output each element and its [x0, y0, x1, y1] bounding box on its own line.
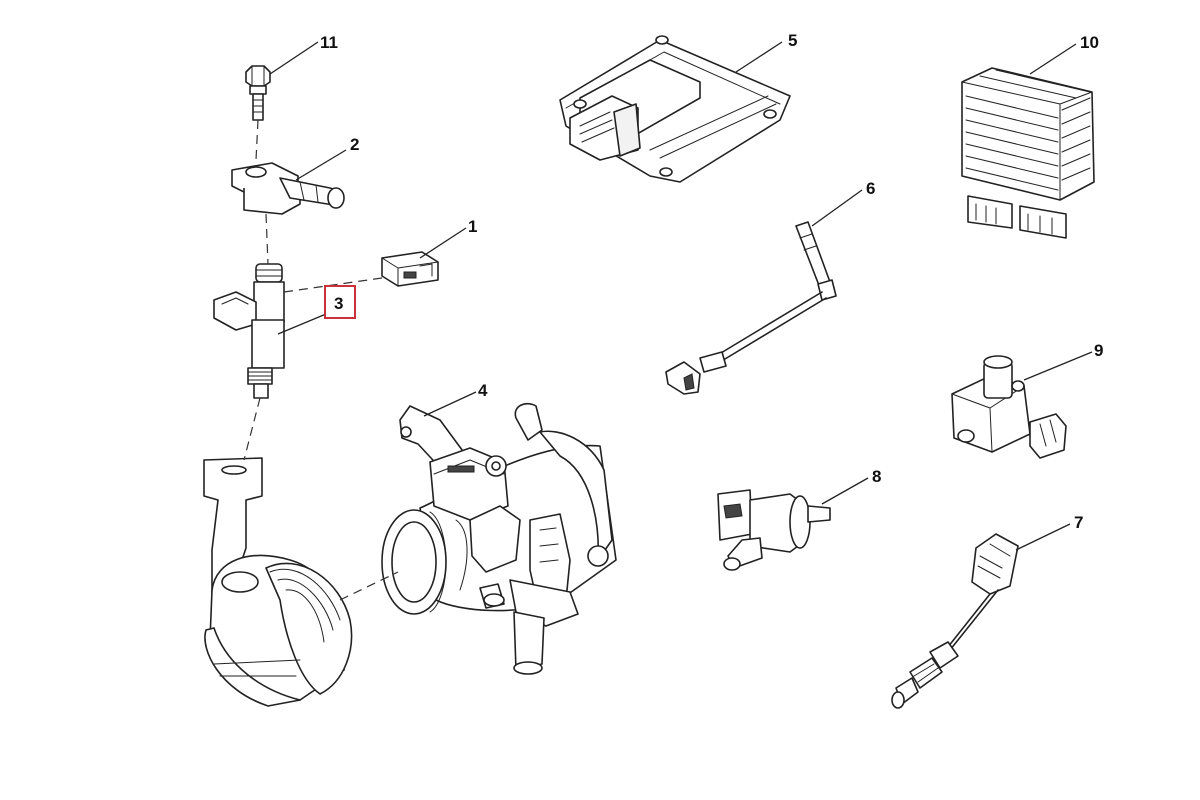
part-5-ecu[interactable]	[559, 35, 791, 183]
callout-5[interactable]: 5	[788, 31, 797, 50]
part-1-clip[interactable]	[381, 251, 439, 287]
intake-manifold-boot	[203, 457, 353, 707]
callout-9[interactable]: 9	[1094, 341, 1103, 360]
callout-4[interactable]: 4	[478, 381, 488, 400]
part-3-fuel-injector[interactable]	[213, 263, 285, 399]
part-9-sensor[interactable]	[951, 355, 1067, 459]
callout-7[interactable]: 7	[1074, 513, 1083, 532]
callout-3-highlight-box	[324, 285, 356, 319]
part-2-fuel-rail-cap[interactable]	[231, 162, 345, 215]
part-8-pressure-regulator[interactable]	[717, 489, 831, 571]
part-11-bolt[interactable]	[245, 65, 271, 121]
callouts: 11 2 1 3 4 5 10 6 9 8 7	[320, 31, 1103, 532]
callout-11[interactable]: 11	[320, 33, 338, 52]
callout-8[interactable]: 8	[872, 467, 881, 486]
part-10-voltage-regulator[interactable]	[961, 67, 1095, 239]
callout-10[interactable]: 10	[1080, 33, 1099, 52]
part-6-spark-plug-wire[interactable]	[665, 221, 837, 395]
callout-6[interactable]: 6	[866, 179, 875, 198]
callout-2[interactable]: 2	[350, 135, 359, 154]
part-7-o2-sensor[interactable]	[891, 533, 1019, 709]
callout-3[interactable]: 3	[334, 294, 343, 313]
part-4-throttle-body[interactable]	[381, 402, 617, 675]
callout-1[interactable]: 1	[468, 217, 477, 236]
leader-lines	[269, 41, 1093, 551]
